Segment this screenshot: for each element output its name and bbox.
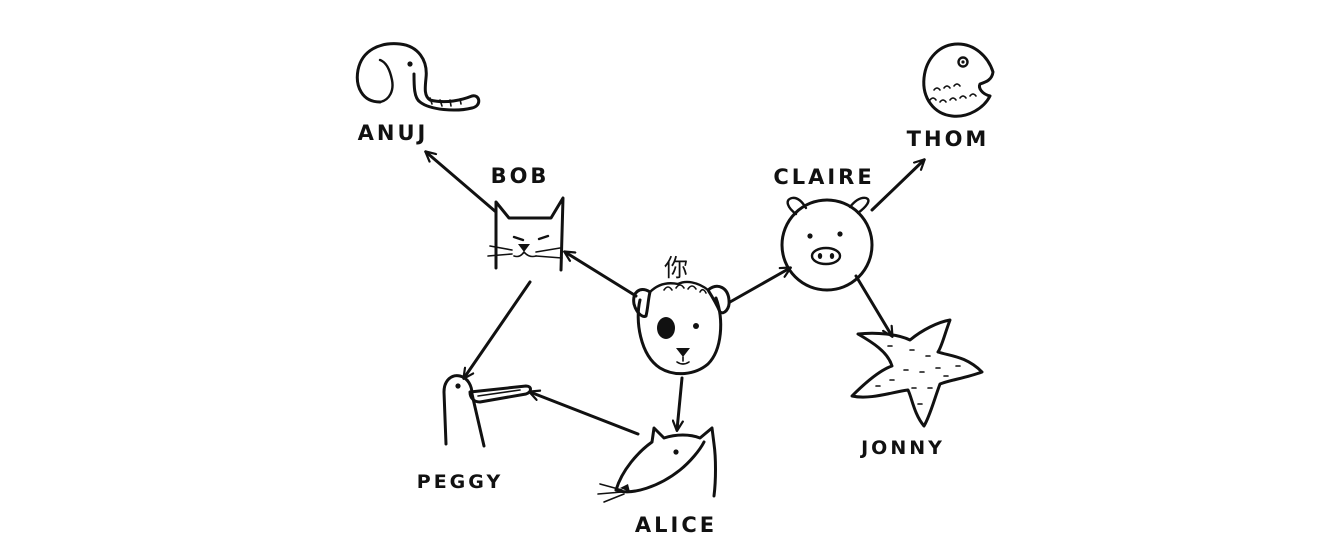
elephant-icon [355,42,481,112]
node-peggy: PEGGY [417,374,532,493]
node-bob: BOB [487,164,565,272]
edge-claire-to-jonny [854,274,892,336]
node-label-peggy: PEGGY [417,471,503,493]
node-label-alice: ALICE [635,513,717,537]
node-thom: THOM [907,42,995,151]
edge-you-to-bob [565,252,638,298]
rat-icon [597,426,717,503]
node-anuj: ANUJ [355,42,481,145]
edge-bob-to-anuj [426,152,498,214]
node-jonny: JONNY [850,318,984,459]
node-label-jonny: JONNY [859,437,945,459]
node-label-claire: CLAIRE [773,165,874,189]
node-claire: CLAIRE [773,165,874,292]
node-label-thom: THOM [907,127,990,151]
node-label-bob: BOB [491,164,550,188]
pig-icon [780,196,874,292]
edge-claire-to-thom [870,160,924,212]
node-you: 你 [632,254,731,376]
edge-alice-to-peggy [530,392,640,436]
fish-icon [922,42,995,118]
edge-you-to-alice [677,376,682,430]
dog-icon [632,280,731,376]
edge-bob-to-peggy [464,280,532,378]
starfish-icon [850,318,984,428]
edge-you-to-claire [728,268,790,304]
node-label-anuj: ANUJ [358,121,429,145]
node-label-you: 你 [664,254,688,282]
bird-icon [442,374,532,448]
edges-layer [426,152,924,436]
cat-icon [487,196,565,272]
node-alice: ALICE [597,426,717,537]
